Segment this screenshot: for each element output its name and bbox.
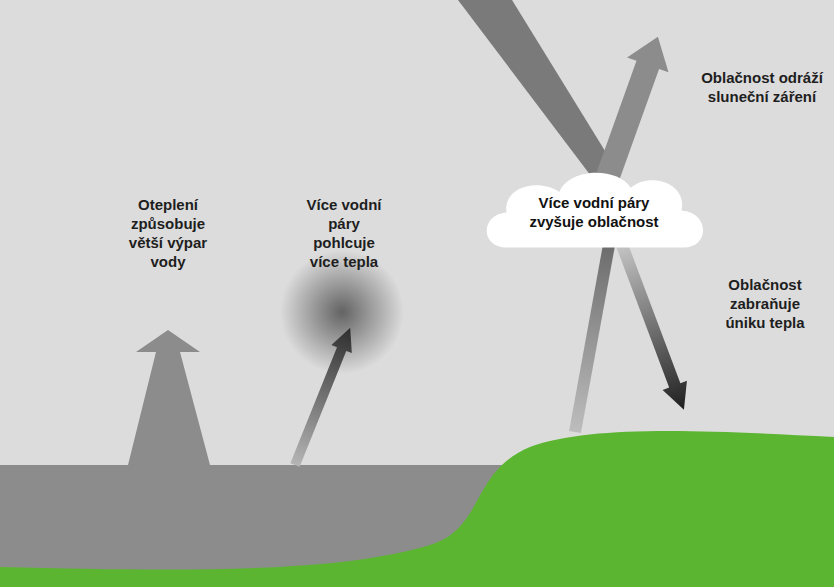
reflection-arrow [587, 29, 678, 183]
annotation: Oteplení způsobuje větší výpar vody [118, 195, 218, 271]
cloud-shape [476, 163, 712, 261]
land [0, 431, 834, 587]
annotation: Oblačnost zabraňuje úniku tepla [710, 275, 820, 332]
sunlight-beam [458, 0, 618, 180]
annotation: Více vodní páry pohlcuje více tepla [298, 195, 390, 271]
annotation: Oblačnost odráží sluneční záření [694, 68, 830, 106]
cloud-node: Více vodní páry zvyšuje oblačnost [476, 163, 712, 261]
evaporation-arrow [128, 330, 210, 465]
cloud-text: Více vodní páry zvyšuje oblačnost [476, 193, 712, 231]
trapped-heat-arrow [610, 240, 696, 414]
absorption-arrow [285, 324, 361, 470]
vapor-arrow [569, 239, 616, 433]
